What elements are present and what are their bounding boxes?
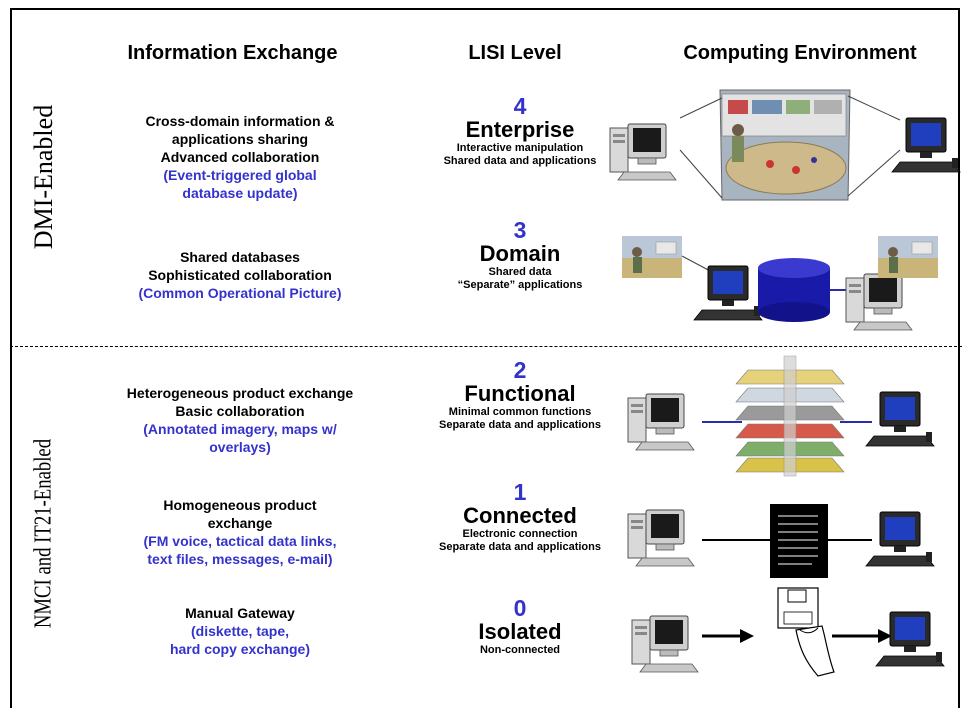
arrow-icon xyxy=(702,629,754,643)
header-lisi-level: LISI Level xyxy=(468,42,562,64)
desktop-computer-icon xyxy=(865,511,935,567)
desktop-computer-icon xyxy=(891,117,961,173)
document-icon xyxy=(770,504,828,578)
functional-illustration xyxy=(627,355,935,477)
desktop-computer-icon xyxy=(875,611,945,667)
info-row-0: Manual Gateway (diskette, tape,hard copy… xyxy=(169,605,311,657)
arrow-icon xyxy=(832,629,892,643)
info-row-4: Cross-domain information &applications s… xyxy=(145,113,335,201)
level-name: Functional xyxy=(464,381,576,406)
level-name: Enterprise xyxy=(465,117,575,142)
desktop-computer-icon xyxy=(845,273,913,331)
desktop-computer-icon xyxy=(609,123,677,181)
map-layers-icon xyxy=(735,355,845,477)
connected-illustration xyxy=(627,504,935,578)
level-name: Domain xyxy=(479,241,561,266)
lisi-level-0: 0 Isolated Non-connected xyxy=(415,596,625,657)
diagram-frame xyxy=(10,8,960,708)
diskette-in-hand-icon xyxy=(777,587,835,677)
level-name: Connected xyxy=(463,503,577,528)
desktop-computer-icon xyxy=(865,391,935,447)
level-number: 0 xyxy=(513,595,527,621)
level-name: Isolated xyxy=(478,619,562,644)
lisi-level-3: 3 Domain Shared data“Separate” applicati… xyxy=(415,218,625,292)
level-number: 1 xyxy=(513,479,527,505)
header-information-exchange: Information Exchange xyxy=(127,42,338,64)
level-number: 2 xyxy=(513,357,527,383)
header-computing-environment: Computing Environment xyxy=(683,42,917,64)
desktop-computer-icon xyxy=(693,265,763,321)
section-divider xyxy=(10,346,962,347)
desktop-computer-icon xyxy=(631,615,699,673)
enterprise-illustration xyxy=(609,89,961,201)
desktop-computer-icon xyxy=(627,509,695,567)
database-cylinder-icon xyxy=(758,258,830,322)
level-number: 4 xyxy=(513,93,527,119)
isolated-illustration xyxy=(631,587,945,677)
level-number: 3 xyxy=(513,217,527,243)
desktop-computer-icon xyxy=(627,393,695,451)
domain-illustration xyxy=(621,235,939,331)
